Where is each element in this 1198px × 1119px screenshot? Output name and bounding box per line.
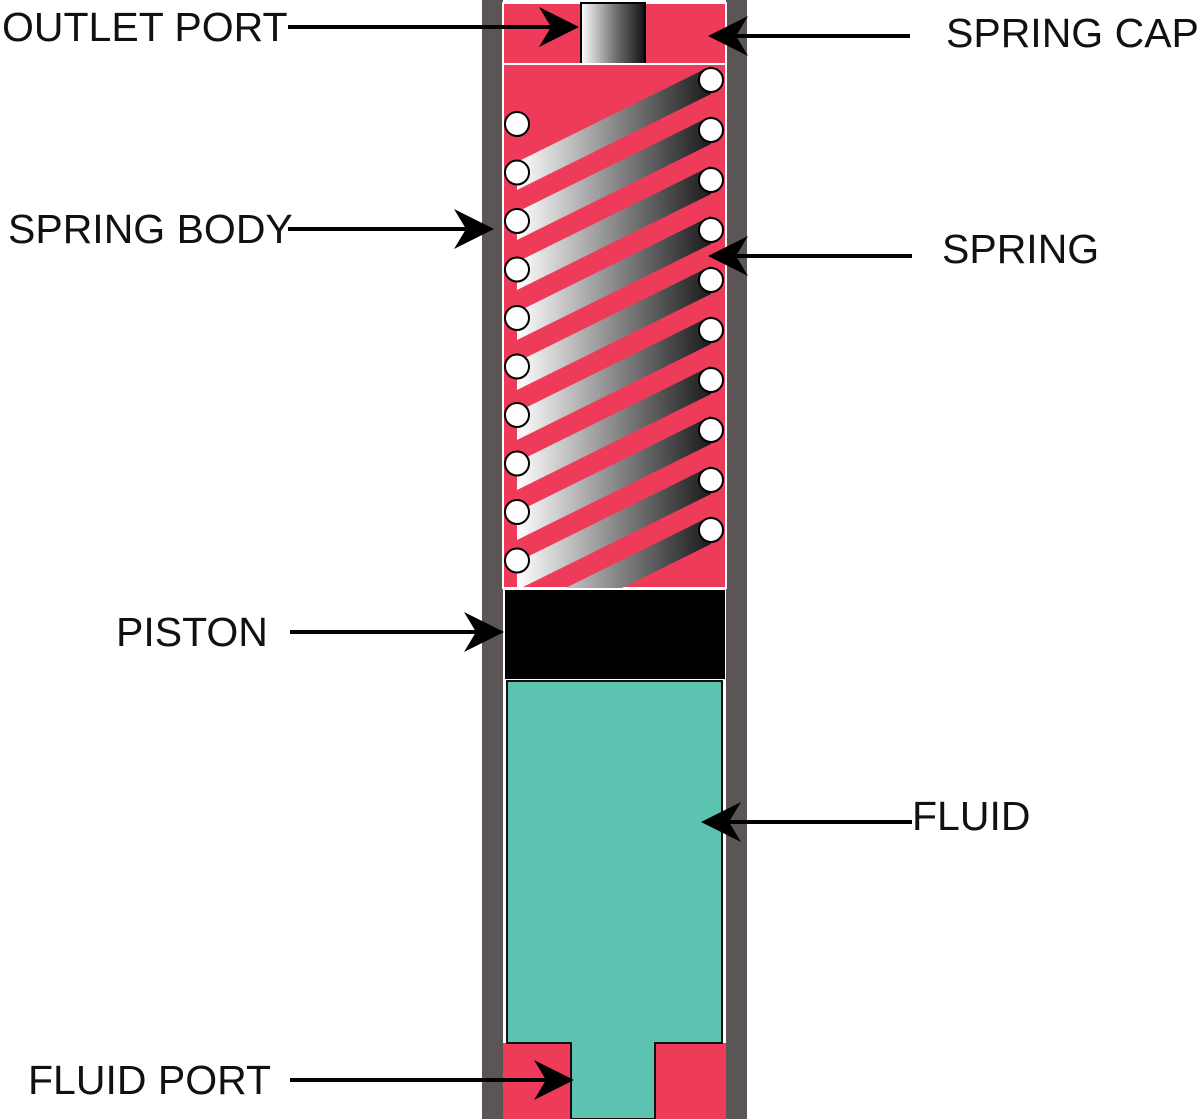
left-body-wall bbox=[482, 0, 503, 1119]
spring bbox=[517, 66, 711, 588]
spring-coil-section bbox=[698, 517, 724, 543]
spring-coil-section bbox=[504, 305, 530, 331]
fluid bbox=[506, 680, 723, 1119]
spring-cap-label: SPRING CAP bbox=[946, 10, 1198, 56]
spring-coil-band bbox=[565, 516, 711, 588]
spring-coil-band bbox=[517, 166, 711, 290]
spring-body-label: SPRING BODY bbox=[8, 206, 293, 252]
fluid-port-label: FLUID PORT bbox=[28, 1057, 271, 1103]
spring-coil-section bbox=[698, 167, 724, 193]
spring-coil-section bbox=[698, 217, 724, 243]
outlet-port-label: OUTLET PORT bbox=[2, 4, 288, 50]
piston bbox=[505, 590, 725, 679]
spring-coil-section bbox=[698, 267, 724, 293]
spring-coil-section bbox=[504, 208, 530, 234]
right-body-wall bbox=[726, 0, 747, 1119]
fluid-label: FLUID bbox=[912, 793, 1030, 839]
spring-coil-band bbox=[517, 216, 711, 340]
spring-coil-section bbox=[698, 467, 724, 493]
spring-coil-band bbox=[517, 266, 711, 390]
spring-coil-section bbox=[698, 117, 724, 143]
spring-coil-section bbox=[504, 547, 530, 574]
spring-coil-band bbox=[517, 416, 711, 540]
spring-coil-section bbox=[504, 353, 530, 380]
outlet-port bbox=[580, 2, 646, 65]
spring-coil-band bbox=[517, 366, 711, 490]
spring-label: SPRING bbox=[942, 226, 1099, 272]
spring-coil-section bbox=[504, 402, 530, 428]
spring-coil-sections bbox=[504, 67, 724, 574]
spring-coil-band bbox=[517, 466, 711, 588]
spring-coil-section bbox=[504, 159, 530, 186]
spring-coil-section bbox=[698, 417, 724, 443]
spring-coil-section bbox=[698, 67, 724, 93]
spring-coil-section bbox=[504, 256, 530, 283]
spring-coil-section bbox=[504, 499, 530, 525]
spring-coil-section bbox=[504, 111, 530, 137]
spring-coil-band bbox=[517, 66, 711, 190]
spring-coil-section bbox=[504, 450, 530, 477]
spring-coil-section bbox=[698, 367, 724, 393]
spring-coil-band bbox=[517, 116, 711, 240]
spring-coil-band bbox=[517, 316, 711, 440]
piston-label: PISTON bbox=[116, 609, 268, 655]
spring-coil-section bbox=[698, 317, 724, 343]
